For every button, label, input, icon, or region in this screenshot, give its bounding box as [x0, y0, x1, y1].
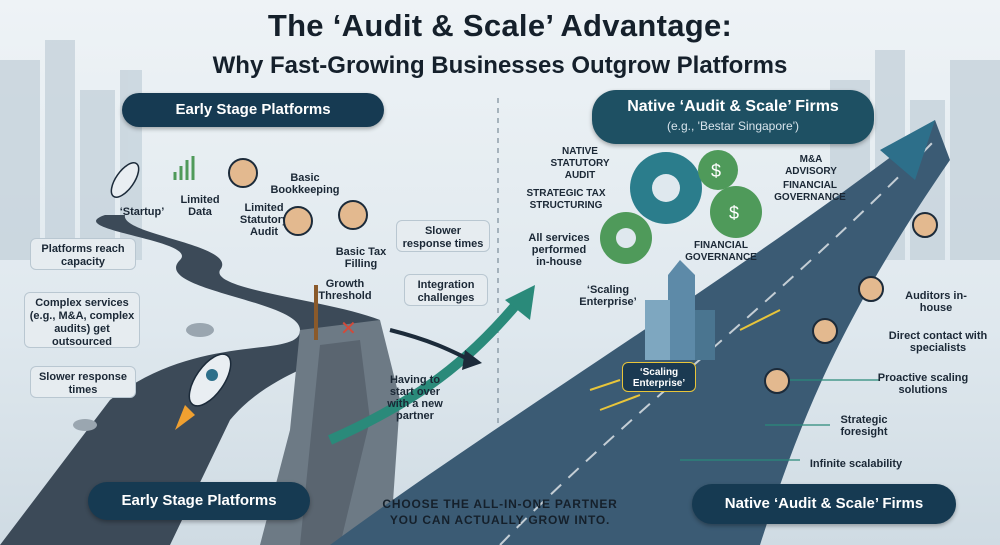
callout-platform-capacity: Platforms reach capacity [30, 238, 136, 270]
callout-outsourced: Complex services (e.g., M&A, complex aud… [24, 292, 140, 348]
benefit-proactive: Proactive scaling solutions [877, 372, 969, 396]
svg-text:✕: ✕ [340, 318, 357, 340]
left-header-pill: Early Stage Platforms [122, 93, 384, 127]
label-growth-threshold: Growth Threshold [318, 278, 372, 302]
label-native-audit: NATIVE STATUTORY AUDIT [550, 146, 610, 181]
callout-integration: Integration challenges [404, 274, 488, 306]
label-limited-audit: Limited Statutory Audit [239, 202, 289, 238]
svg-text:$: $ [711, 161, 721, 181]
callout-slower-response: Slower response times [30, 366, 136, 398]
person-avatar [764, 368, 790, 394]
cta-line-2: YOU CAN ACTUALLY GROW INTO. [389, 513, 611, 527]
label-ma-advisory: M&A ADVISORY [785, 154, 837, 177]
right-footer-pill: Native ‘Audit & Scale’ Firms [692, 484, 956, 524]
label-tax-structuring: STRATEGIC TAX STRUCTURING [526, 188, 606, 211]
label-all-services: All services performed in-house [528, 232, 590, 268]
person-avatar [338, 200, 368, 230]
benefit-direct-contact: Direct contact with specialists [888, 330, 988, 354]
label-startup: ‘Startup’ [119, 206, 165, 218]
person-avatar [283, 206, 313, 236]
label-scaling-enterprise: ‘Scaling Enterprise’ [579, 284, 637, 308]
right-header-title: Native ‘Audit & Scale’ Firms [627, 98, 839, 115]
benefit-foresight: Strategic foresight [840, 414, 888, 438]
label-basic-tax: Basic Tax Filling [335, 246, 387, 270]
call-to-action: CHOOSE THE ALL-IN-ONE PARTNER YOU CAN AC… [340, 496, 660, 528]
right-header-pill: Native ‘Audit & Scale’ Firms (e.g., 'Bes… [592, 90, 874, 144]
page-subtitle: Why Fast-Growing Businesses Outgrow Plat… [212, 52, 788, 79]
label-limited-data: Limited Data [180, 194, 220, 218]
cta-line-1: CHOOSE THE ALL-IN-ONE PARTNER [382, 497, 618, 511]
person-avatar [858, 276, 884, 302]
car-scaling-enterprise: ‘Scaling Enterprise’ [622, 362, 696, 392]
left-footer-pill: Early Stage Platforms [88, 482, 310, 520]
page-title: The ‘Audit & Scale’ Advantage: [267, 8, 733, 43]
label-financial-governance-2: FINANCIAL GOVERNANCE [685, 240, 757, 263]
label-basic-bookkeeping: Basic Bookkeeping [270, 172, 340, 196]
label-start-over: Having to start over with a new partner [387, 374, 443, 422]
callout-slower-response-2: Slower response times [396, 220, 490, 252]
benefit-scalability: Infinite scalability [809, 458, 903, 470]
label-financial-governance-1: FINANCIAL GOVERNANCE [774, 180, 846, 203]
person-avatar [912, 212, 938, 238]
right-header-subtitle: (e.g., 'Bestar Singapore') [667, 119, 799, 133]
person-avatar [228, 158, 258, 188]
person-avatar [812, 318, 838, 344]
svg-text:$: $ [729, 203, 739, 223]
benefit-auditors: Auditors in-house [905, 290, 967, 314]
